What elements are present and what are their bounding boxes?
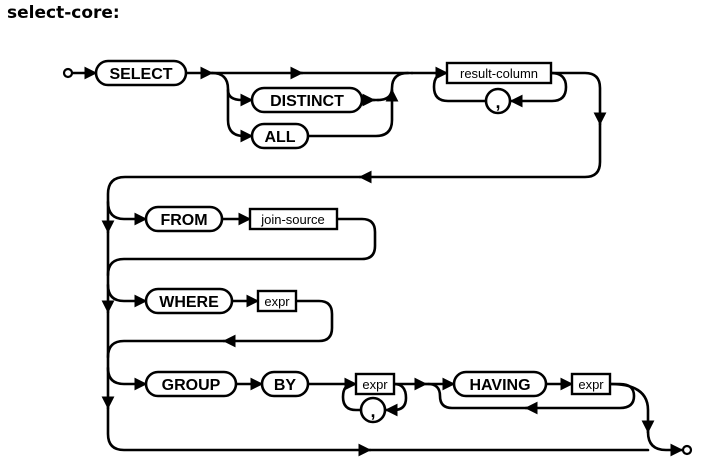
diagram-title: select-core: — [7, 3, 120, 23]
nonterminal-group-expr-label: expr — [362, 377, 388, 392]
nonterminal-group-expr: expr — [354, 372, 396, 396]
nonterminal-where-expr-label: expr — [264, 294, 290, 309]
nonterminal-result-column-label: result-column — [460, 66, 538, 81]
nonterminal-where-expr: expr — [256, 289, 298, 313]
keyword-where: WHERE — [144, 287, 234, 315]
start-point — [62, 67, 74, 79]
keyword-all-label: ALL — [264, 129, 295, 146]
nonterminal-having-expr-label: expr — [578, 377, 604, 392]
keyword-from: FROM — [144, 205, 224, 233]
keyword-by: BY — [260, 370, 310, 398]
connectors-row-select — [70, 66, 607, 234]
nonterminal-join-source-label: join-source — [260, 212, 325, 227]
keyword-from-label: FROM — [160, 212, 207, 229]
keyword-group: GROUP — [144, 370, 238, 398]
connectors-row-group-by — [106, 366, 684, 457]
keyword-all: ALL — [250, 122, 310, 150]
nonterminal-having-expr: expr — [570, 372, 612, 396]
separator-result-comma: , — [484, 87, 512, 115]
keyword-group-label: GROUP — [162, 377, 221, 394]
nonterminal-join-source: join-source — [248, 207, 339, 231]
connectors-row-where — [106, 283, 334, 359]
end-point — [681, 444, 693, 456]
nonterminal-result-column: result-column — [445, 61, 553, 85]
keyword-where-label: WHERE — [159, 294, 219, 311]
separator-group-comma: , — [359, 396, 387, 424]
keyword-distinct: DISTINCT — [250, 86, 364, 114]
keyword-having-label: HAVING — [469, 377, 530, 394]
separator-group-comma-label: , — [370, 401, 375, 421]
keyword-by-label: BY — [274, 377, 297, 394]
keyword-select-label: SELECT — [109, 66, 172, 83]
keyword-having: HAVING — [452, 370, 548, 398]
keyword-distinct-label: DISTINCT — [270, 93, 344, 110]
keyword-select: SELECT — [94, 59, 188, 87]
connectors-row-from — [106, 200, 377, 277]
separator-result-comma-label: , — [495, 92, 500, 112]
